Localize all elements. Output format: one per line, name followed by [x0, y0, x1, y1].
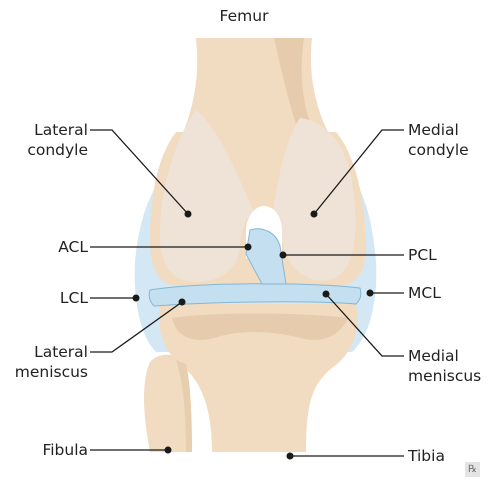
dot-lcl	[133, 295, 140, 302]
dot-acl	[245, 244, 252, 251]
rx-badge-icon: ℞	[465, 462, 480, 477]
dot-lateral-meniscus	[179, 299, 186, 306]
label-medial-meniscus: Medial meniscus	[408, 346, 481, 386]
label-pcl: PCL	[408, 245, 437, 265]
label-acl: ACL	[8, 237, 88, 257]
label-medial-condyle: Medial condyle	[408, 120, 469, 160]
dot-tibia	[287, 453, 294, 460]
label-femur: Femur	[204, 6, 284, 26]
dot-medial-condyle	[311, 211, 318, 218]
label-mcl: MCL	[408, 283, 441, 303]
label-lateral-meniscus: Lateral meniscus	[8, 342, 88, 382]
label-lcl: LCL	[8, 288, 88, 308]
label-lateral-condyle: Lateral condyle	[8, 120, 88, 160]
dot-lateral-condyle	[185, 211, 192, 218]
dot-medial-meniscus	[323, 291, 330, 298]
dot-fibula	[165, 447, 172, 454]
dot-pcl	[280, 252, 287, 259]
dot-mcl	[367, 290, 374, 297]
label-tibia: Tibia	[408, 446, 445, 466]
label-fibula: Fibula	[8, 440, 88, 460]
